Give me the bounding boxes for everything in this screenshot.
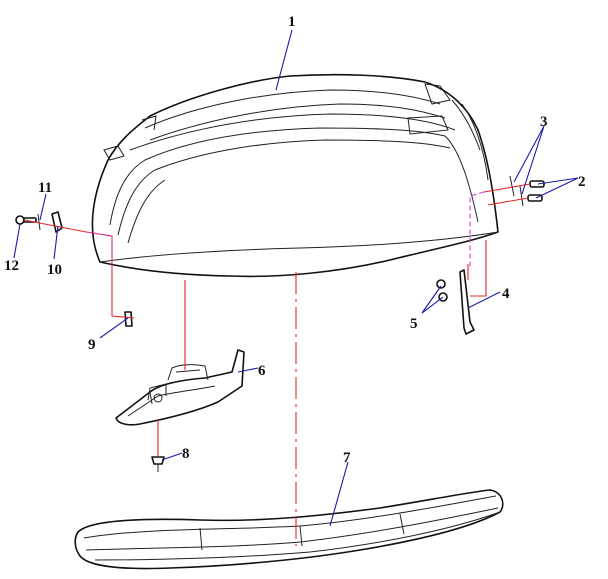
part-11-washer [37, 213, 41, 231]
assembly-line-bracket [157, 280, 186, 456]
part-10-clip [51, 211, 63, 233]
assembly-lines [23, 183, 531, 546]
callout-labels: 1 2 3 4 5 6 7 8 9 10 11 12 [4, 14, 586, 466]
part-6-bracket [115, 349, 245, 426]
callout-9: 9 [88, 337, 96, 353]
leader-lines [13, 29, 579, 527]
part-3-clips [509, 175, 524, 207]
callout-1: 1 [288, 14, 296, 30]
part-1-mirror-cover [91, 73, 499, 278]
part-5-nuts [436, 279, 448, 302]
part-4-bracket-clip [459, 269, 475, 335]
callout-5: 5 [410, 316, 418, 332]
assembly-line-right-dashed [469, 191, 485, 270]
callout-2: 2 [578, 174, 586, 190]
callout-12: 12 [4, 258, 19, 274]
callout-8: 8 [182, 446, 190, 462]
part-9-pin [124, 311, 133, 327]
part-8-bolt [151, 456, 165, 472]
callout-3: 3 [540, 114, 548, 130]
part-7-lower-trim [74, 489, 504, 570]
assembly-line-right [467, 183, 531, 297]
callout-11: 11 [38, 180, 52, 196]
assembly-line-left-dashed [85, 231, 113, 270]
callout-7: 7 [343, 450, 351, 466]
callout-4: 4 [502, 286, 510, 302]
callout-10: 10 [47, 262, 62, 278]
callout-6: 6 [258, 363, 266, 379]
